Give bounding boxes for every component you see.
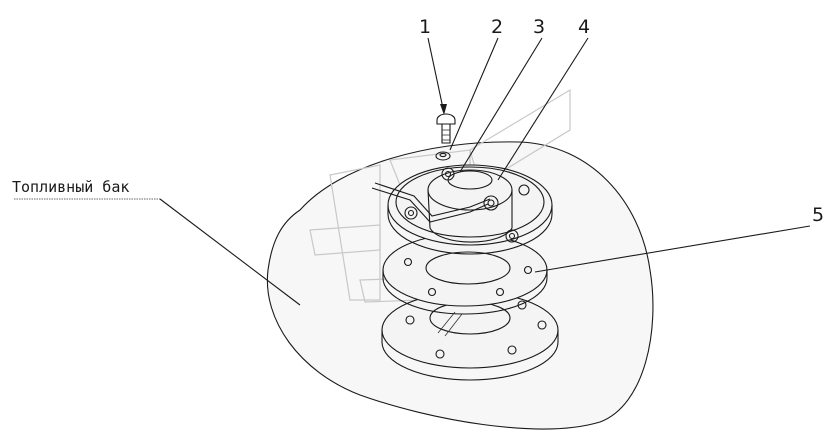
sender-top-plate [371,164,553,255]
screw [436,113,456,144]
callout-4: 4 [578,16,590,38]
callout-1: 1 [419,16,431,38]
callout-5: 5 [812,204,824,226]
washer [435,151,451,161]
plate-bolts [404,167,530,243]
leader-lines [14,37,811,306]
callout-3: 3 [533,16,545,38]
callout-2: 2 [491,16,503,38]
fuel-tank-label: Топливный бак [12,178,129,196]
